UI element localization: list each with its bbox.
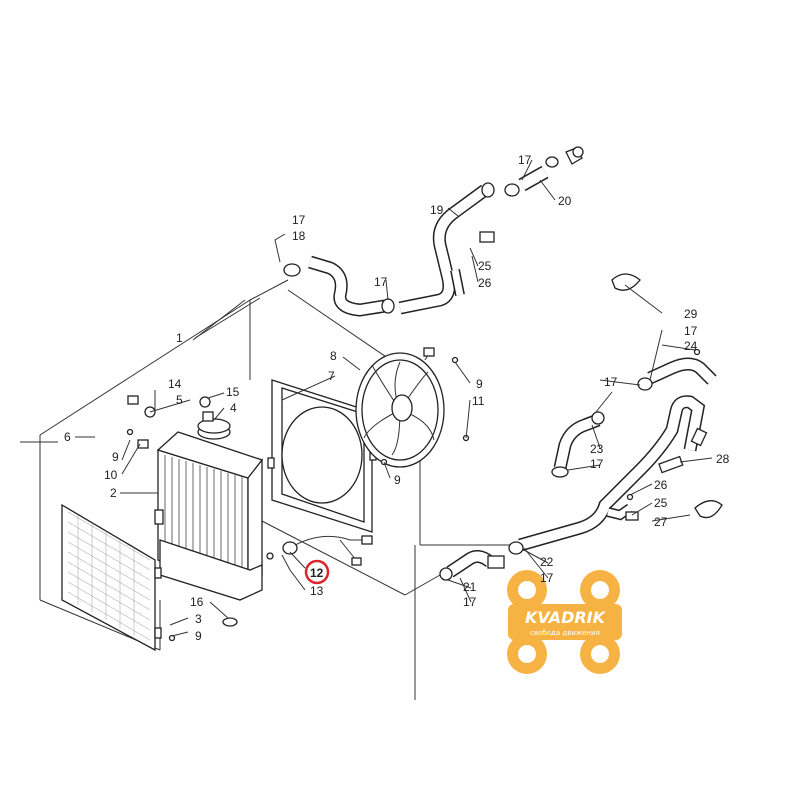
fan-shroud [267,379,377,533]
callout-17-h: 17 [463,595,477,609]
callout-17-e: 17 [684,324,698,338]
callout-1: 1 [176,331,183,345]
radiator [154,431,264,601]
kvadrik-watermark-logo: KVADRIK свобода движения [507,570,622,674]
callout-28: 28 [716,452,730,466]
callout-29: 29 [684,307,698,321]
hose-24 [637,348,717,391]
callout-8: 8 [330,349,337,363]
callout-12: 12 [310,566,324,580]
upper-hose [283,255,395,317]
callout-10: 10 [104,468,118,482]
callout-17-f: 17 [590,457,604,471]
radiator-cap [197,411,231,440]
callout-9-fan: 9 [476,377,483,391]
callout-20: 20 [558,194,572,208]
callout-11: 11 [472,394,485,408]
thermostat-housing [504,146,584,197]
hose-23 [551,411,605,478]
highlight-ring-12 [304,559,330,585]
callout-26-upper: 26 [478,276,492,290]
callout-15: 15 [226,385,240,399]
coolant-pipe-22 [508,395,708,555]
callout-16: 16 [190,595,204,609]
cooling-fan [355,347,470,468]
hose-21 [439,550,505,581]
callout-9-bottom: 9 [195,629,202,643]
callout-23: 23 [590,442,604,456]
callout-25-lower: 25 [654,496,668,510]
hose-clamps [611,273,723,519]
callout-22: 22 [540,555,554,569]
watermark-brand: KVADRIK [525,608,607,627]
callout-7: 7 [328,369,335,383]
callout-17-d: 17 [604,375,618,389]
callout-17-c: 17 [518,153,532,167]
callout-26-lower: 26 [654,478,668,492]
callout-19: 19 [430,203,444,217]
callout-4: 4 [230,401,237,415]
callout-3: 3 [195,612,202,626]
leader-lines [75,159,713,637]
callout-9-shroud: 9 [394,473,401,487]
fan-wiring-harness [282,535,373,566]
callout-14: 14 [168,377,182,391]
callout-5: 5 [176,393,183,407]
callout-9-left: 9 [112,450,119,464]
callout-17-a: 17 [292,213,306,227]
radiator-screen [61,503,162,652]
callout-17-b: 17 [374,275,388,289]
callout-2: 2 [110,486,117,500]
small-fittings [126,395,274,642]
callout-6: 6 [64,430,71,444]
callout-25-upper: 25 [478,259,492,273]
callout-13: 13 [310,584,324,598]
callout-labels: 1 2 3 4 5 6 7 8 9 9 9 9 10 11 12 13 14 1… [64,153,730,643]
hose-19 [398,182,495,315]
overflow-hose [93,398,133,478]
group-outline-lines [20,279,520,700]
callout-18: 18 [292,229,306,243]
callout-27: 27 [654,515,668,529]
watermark-tagline: свобода движения [530,629,600,637]
callout-17-g: 17 [540,571,554,585]
callout-21: 21 [463,580,477,594]
callout-24: 24 [684,339,698,353]
